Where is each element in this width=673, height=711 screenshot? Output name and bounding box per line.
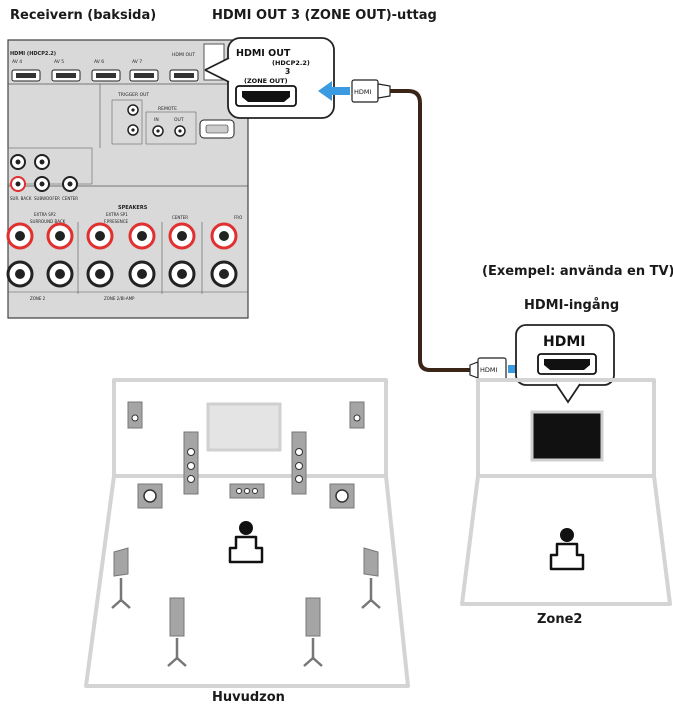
panel-speakers-label: SPEAKERS	[118, 205, 148, 211]
svg-text:HDMI: HDMI	[480, 366, 498, 374]
panel-hdmi-out-small: HDMI OUT	[172, 52, 195, 58]
hdmi-cable	[390, 89, 470, 372]
panel-av6-label: AV 6	[94, 59, 104, 65]
panel-remote-label: REMOTE	[158, 106, 177, 112]
panel-zone2-label: ZONE 2	[30, 296, 46, 301]
receiver-rear-label: Receivern (baksida)	[10, 8, 157, 23]
panel-extra-sp2-label: EXTRA SP2	[34, 212, 56, 217]
main-zone-room	[84, 378, 410, 688]
panel-zone2-biamp-label: ZONE 2/BI-AMP	[104, 296, 135, 301]
panel-av7-label: AV 7	[132, 59, 142, 65]
surround-right-speaker	[361, 547, 381, 609]
surround-back-right-speaker	[303, 597, 323, 667]
subwoofer-right	[329, 483, 355, 509]
zone2-label: Zone2	[537, 612, 583, 627]
receiver-rear-panel: HDMI (HDCP2.2) AV 4 AV 5 AV 6 AV 7 HDMI …	[6, 39, 249, 319]
front-right-tower-speaker	[291, 431, 307, 495]
panel-hdmi-header: HDMI (HDCP2.2)	[10, 51, 56, 57]
panel-presence-label: F.PRESENCE	[104, 219, 129, 224]
panel-remote-out-label: OUT	[174, 117, 184, 123]
front-left-tower-speaker	[183, 431, 199, 495]
presence-right-speaker	[349, 401, 365, 429]
callout-out-line4: (ZONE OUT)	[244, 77, 288, 85]
center-speaker	[229, 483, 265, 499]
panel-surround-back-label: SURROUND BACK	[30, 219, 66, 224]
panel-center-label: CENTER	[172, 215, 188, 220]
panel-front-label: FRO	[234, 215, 242, 220]
zone2-tv	[530, 410, 604, 462]
panel-av5-label: AV 5	[54, 59, 64, 65]
callout-in-label: HDMI	[543, 334, 585, 350]
main-zone-label: Huvudzon	[212, 690, 285, 705]
zone2-listener-icon	[549, 528, 585, 571]
hdmi-input-label: HDMI-ingång	[524, 298, 620, 313]
hdmi-port-icon-in	[537, 353, 597, 375]
callout-out-line3: 3	[285, 67, 290, 76]
hdmi-port-icon	[235, 85, 297, 107]
speaker-terminals	[6, 222, 238, 288]
hdmi-in-callout: HDMI	[515, 324, 615, 404]
callout-out-line2: (HDCP2.2)	[272, 59, 310, 67]
subwoofer-left	[137, 483, 163, 509]
zone2-room	[460, 378, 672, 606]
panel-av4-label: AV 4	[12, 59, 22, 65]
callout-out-line1: HDMI OUT	[236, 48, 291, 59]
panel-sur-back-label: SUR. BACK	[10, 196, 32, 201]
presence-left-speaker	[127, 401, 143, 429]
panel-extra-sp1-label: EXTRA SP1	[106, 212, 128, 217]
hdmi-out-callout: HDMI OUT (HDCP2.2) 3 (ZONE OUT)	[204, 37, 335, 119]
hdmi-plug-bottom: HDMI	[469, 357, 507, 381]
panel-trigger-label: TRIGGER OUT	[117, 92, 149, 98]
panel-remote-in-label: IN	[154, 117, 159, 123]
hdmi-out-jack-label: HDMI OUT 3 (ZONE OUT)-uttag	[212, 8, 437, 23]
surround-left-speaker	[111, 547, 131, 609]
example-tv-label: (Exempel: använda en TV)	[482, 264, 673, 279]
arrow-left-icon	[318, 81, 350, 101]
panel-subwoofer-label: SUBWOOFER	[34, 196, 60, 201]
main-listener-icon	[228, 521, 264, 564]
svg-text:HDMI: HDMI	[354, 88, 372, 96]
panel-center-pre-label: CENTER	[62, 196, 78, 201]
main-tv	[206, 402, 282, 452]
hdmi-plug-top: HDMI	[351, 79, 391, 103]
surround-back-left-speaker	[167, 597, 187, 667]
panel-av-inputs: AV 4 AV 5 AV 6 AV 7	[11, 59, 159, 82]
